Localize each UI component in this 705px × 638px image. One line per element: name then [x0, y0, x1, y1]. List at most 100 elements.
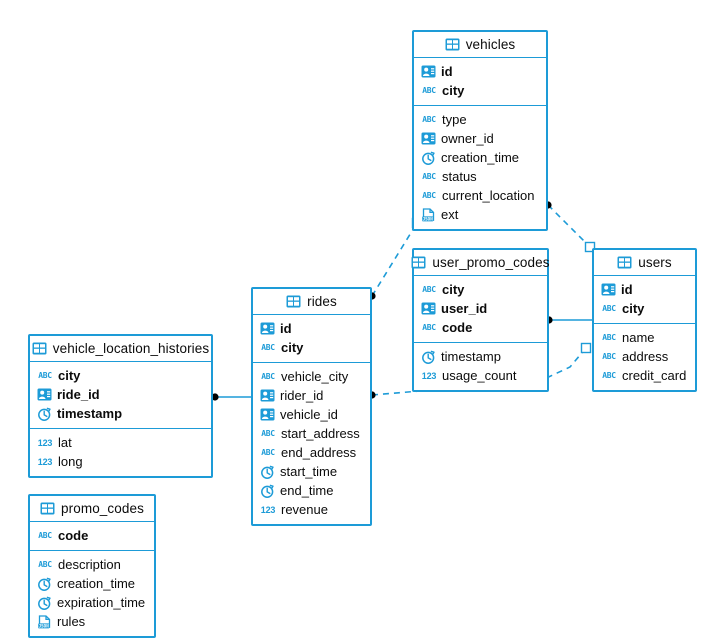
- field-label: vehicle_city: [281, 369, 349, 384]
- field-row[interactable]: end_time: [253, 481, 370, 500]
- field-label: lat: [58, 435, 72, 450]
- field-row[interactable]: rider_id: [253, 386, 370, 405]
- field-label: user_id: [441, 301, 488, 316]
- abc-text-icon: ABC: [38, 560, 52, 569]
- field-label: current_location: [442, 188, 535, 203]
- field-label: owner_id: [441, 131, 494, 146]
- table-header-users[interactable]: users: [594, 250, 695, 276]
- field-row[interactable]: ABC address: [594, 347, 695, 366]
- field-label: city: [442, 282, 465, 297]
- id-card-icon: [421, 302, 436, 315]
- table-header-promo_codes[interactable]: promo_codes: [30, 496, 154, 522]
- relationship-target-square: [580, 342, 592, 354]
- field-label: address: [622, 349, 669, 364]
- field-label: rider_id: [280, 388, 324, 403]
- field-label: expiration_time: [57, 595, 146, 610]
- field-label: city: [281, 340, 304, 355]
- primary-key-row[interactable]: id: [594, 280, 695, 299]
- 123-number-icon: 123: [260, 505, 276, 515]
- abc-text-icon: ABC: [602, 333, 616, 342]
- clock-icon: [260, 484, 275, 498]
- field-label: description: [58, 557, 121, 572]
- relationship-vlh-to-rides[interactable]: [211, 393, 251, 401]
- field-label: id: [280, 321, 292, 336]
- table-header-user_promo_codes[interactable]: user_promo_codes: [411, 250, 550, 276]
- field-label: ext: [441, 207, 459, 222]
- field-label: creation_time: [441, 150, 520, 165]
- table-header-vehicles[interactable]: vehicles: [414, 32, 546, 58]
- abc-text-icon: ABC: [261, 448, 275, 457]
- primary-key-row[interactable]: ride_id: [30, 385, 211, 404]
- primary-key-row[interactable]: id: [253, 319, 370, 338]
- field-label: status: [442, 169, 477, 184]
- field-label: id: [441, 64, 453, 79]
- table-title: vehicle_location_histories: [52, 341, 210, 356]
- field-label: start_time: [280, 464, 338, 479]
- id-card-icon: [260, 322, 275, 335]
- field-row[interactable]: creation_time: [414, 148, 546, 167]
- relationship-vehicles-to-users[interactable]: [544, 201, 596, 253]
- abc-text-icon: ABC: [602, 352, 616, 361]
- id-card-icon: [260, 408, 275, 421]
- field-label: end_time: [280, 483, 334, 498]
- field-label: timestamp: [441, 349, 501, 364]
- id-card-icon: [421, 65, 436, 78]
- table-header-vehicle_location_histories[interactable]: vehicle_location_histories: [30, 336, 211, 362]
- clock-icon: [37, 596, 52, 610]
- primary-key-row[interactable]: timestamp: [30, 404, 211, 423]
- table-title: rides: [307, 294, 337, 309]
- field-label: credit_card: [622, 368, 687, 383]
- field-label: code: [58, 528, 89, 543]
- field-row[interactable]: vehicle_id: [253, 405, 370, 424]
- field-row[interactable]: ABC description: [30, 555, 154, 574]
- abc-text-icon: ABC: [422, 172, 436, 181]
- svg-text:JSON: JSON: [423, 216, 434, 221]
- primary-key-row[interactable]: id: [414, 62, 546, 81]
- field-row[interactable]: creation_time: [30, 574, 154, 593]
- primary-key-row[interactable]: user_id: [414, 299, 547, 318]
- field-row[interactable]: owner_id: [414, 129, 546, 148]
- field-row[interactable]: expiration_time: [30, 593, 154, 612]
- field-row[interactable]: start_time: [253, 462, 370, 481]
- relationship-upc-to-users[interactable]: [545, 316, 592, 324]
- field-label: code: [442, 320, 473, 335]
- field-row[interactable]: ABC status: [414, 167, 546, 186]
- table-title: promo_codes: [61, 501, 144, 516]
- table-header-rides[interactable]: rides: [253, 289, 370, 315]
- field-label: city: [442, 83, 465, 98]
- table-title: user_promo_codes: [432, 255, 550, 270]
- field-row[interactable]: timestamp: [414, 347, 547, 366]
- field-row[interactable]: JSON ext: [414, 205, 546, 224]
- relationship-line: [371, 222, 418, 297]
